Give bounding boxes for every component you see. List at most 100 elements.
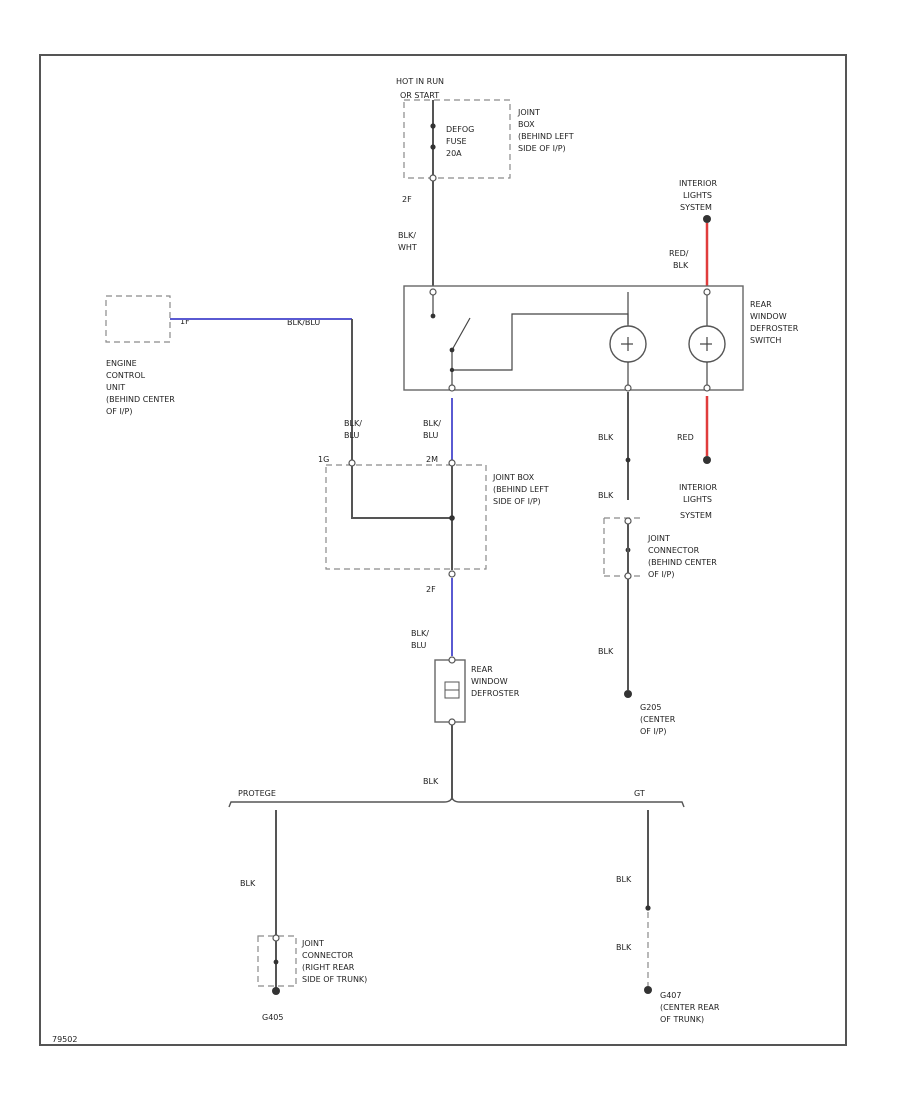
svg-text:(RIGHT REAR: (RIGHT REAR [302, 963, 355, 972]
blk-blu-left-label: BLK/ BLU [344, 419, 362, 440]
g405-terminal [272, 987, 280, 995]
indicator-lamp-1 [609, 292, 647, 386]
svg-text:WHT: WHT [398, 243, 417, 252]
hot-in-run-label: HOT IN RUN [396, 77, 444, 86]
svg-text:(BEHIND LEFT: (BEHIND LEFT [493, 485, 549, 494]
svg-text:(BEHIND CENTER: (BEHIND CENTER [648, 558, 717, 567]
svg-text:LIGHTS: LIGHTS [683, 191, 712, 200]
svg-text:BOX: BOX [518, 120, 535, 129]
svg-text:OF I/P): OF I/P) [648, 570, 674, 579]
rear-window-defroster-element [434, 659, 466, 723]
joint-connector-center-pin-bottom [624, 572, 632, 580]
switch-top-pin-lamp2 [703, 288, 711, 296]
joint-connector-trunk-outline [257, 935, 297, 987]
fuse-terminal-bottom [430, 144, 436, 150]
svg-text:DEFOG: DEFOG [446, 125, 474, 134]
g407-label: G407 (CENTER REAR OF TRUNK) [660, 991, 720, 1024]
blk-main-label: BLK [423, 777, 439, 786]
blk-blu-lower-label: BLK/ BLU [411, 629, 429, 650]
blk-label-1: BLK [598, 433, 614, 442]
defog-fuse-label: DEFOG FUSE 20A [446, 125, 474, 158]
g407-terminal [644, 986, 652, 994]
svg-text:BLK/: BLK/ [423, 419, 441, 428]
defroster-grid-icon [444, 681, 460, 699]
switch-contact-top [430, 313, 436, 319]
joint-box-top-label: JOINT BOX (BEHIND LEFT SIDE OF I/P) [517, 108, 574, 153]
blk-label-3: BLK [598, 647, 614, 656]
joint-connector-center-pin-top [624, 517, 632, 525]
svg-text:BLU: BLU [423, 431, 439, 440]
svg-text:BLK: BLK [673, 261, 689, 270]
gt-label: GT [634, 789, 645, 798]
svg-text:(BEHIND CENTER: (BEHIND CENTER [106, 395, 175, 404]
svg-text:G407: G407 [660, 991, 681, 1000]
joint-connector-trunk-pin [272, 934, 280, 942]
joint-connector-trunk-splice [273, 959, 279, 965]
switch-bottom-pin-lamp1 [624, 384, 632, 392]
svg-text:DEFROSTER: DEFROSTER [471, 689, 520, 698]
blk-label-2: BLK [598, 491, 614, 500]
rear-window-switch-label: REAR WINDOW DEFROSTER SWITCH [750, 300, 799, 345]
joint-box-mid-bus [351, 466, 452, 519]
joint-box-mid-outline [325, 464, 487, 570]
svg-text:SIDE OF I/P): SIDE OF I/P) [518, 144, 566, 153]
joint-connector-trunk-label: JOINT CONNECTOR (RIGHT REAR SIDE OF TRUN… [301, 939, 367, 984]
g205-terminal [624, 690, 632, 698]
svg-text:JOINT: JOINT [517, 108, 540, 117]
interior-lights-top-label: INTERIOR LIGHTS SYSTEM [679, 179, 718, 212]
svg-text:G205: G205 [640, 703, 661, 712]
svg-text:BLU: BLU [411, 641, 427, 650]
switch-blade [451, 317, 471, 351]
svg-text:RED/: RED/ [669, 249, 689, 258]
svg-text:CONNECTOR: CONNECTOR [648, 546, 700, 555]
svg-text:JOINT BOX: JOINT BOX [492, 473, 535, 482]
svg-text:CONNECTOR: CONNECTOR [302, 951, 354, 960]
switch-bottom-pin-main [448, 384, 456, 392]
or-start-label: OR START [400, 91, 439, 100]
svg-text:LIGHTS: LIGHTS [683, 495, 712, 504]
blk-right-label-2: BLK [616, 943, 632, 952]
switch-contact-pivot [449, 347, 455, 353]
connector-2f-pin [429, 174, 437, 182]
svg-text:DEFROSTER: DEFROSTER [750, 324, 799, 333]
defroster-pin-top [448, 656, 456, 664]
connector-2f-label: 2F [402, 195, 412, 204]
pin-1g-label: 1G [318, 455, 329, 464]
joint-box-top-outline [403, 99, 511, 179]
indicator-lamp-2 [688, 292, 726, 386]
switch-top-pin [429, 288, 437, 296]
svg-text:CONTROL: CONTROL [106, 371, 146, 380]
g205-label: G205 (CENTER OF I/P) [640, 703, 676, 736]
fuse-terminal-top [430, 123, 436, 129]
red-label: RED [677, 433, 694, 442]
svg-text:REAR: REAR [471, 665, 493, 674]
svg-text:SWITCH: SWITCH [750, 336, 781, 345]
joint-box-mid-label: JOINT BOX (BEHIND LEFT SIDE OF I/P) [492, 473, 549, 506]
blk-splice-1 [625, 457, 631, 463]
svg-text:WINDOW: WINDOW [750, 312, 787, 321]
blk-blu-center-label: BLK/ BLU [423, 419, 441, 440]
ecu-wire-label: BLK/BLU [287, 318, 320, 327]
g405-label: G405 [262, 1013, 283, 1022]
gt-splice [645, 905, 651, 911]
joint-connector-center-label: JOINT CONNECTOR (BEHIND CENTER OF I/P) [647, 534, 717, 579]
svg-text:WINDOW: WINDOW [471, 677, 508, 686]
svg-text:(CENTER: (CENTER [640, 715, 676, 724]
interior-lights-bottom-label: INTERIOR LIGHTS SYSTEM [679, 483, 718, 520]
svg-text:JOINT: JOINT [301, 939, 324, 948]
svg-text:ENGINE: ENGINE [106, 359, 137, 368]
switch-junction [449, 367, 455, 373]
pin-2m-label: 2M [426, 455, 438, 464]
pin-2m [448, 459, 456, 467]
interior-lights-top-terminal [703, 215, 711, 223]
diagram-frame [39, 54, 847, 1046]
svg-text:JOINT: JOINT [647, 534, 670, 543]
svg-text:BLK/: BLK/ [398, 231, 416, 240]
connector-2f-lower-pin [448, 570, 456, 578]
protege-label: PROTEGE [238, 789, 276, 798]
svg-text:SYSTEM: SYSTEM [680, 203, 712, 212]
svg-text:REAR: REAR [750, 300, 772, 309]
blk-left-drop-label: BLK [240, 879, 256, 888]
pin-1g [348, 459, 356, 467]
rear-window-defroster-label: REAR WINDOW DEFROSTER [471, 665, 520, 698]
